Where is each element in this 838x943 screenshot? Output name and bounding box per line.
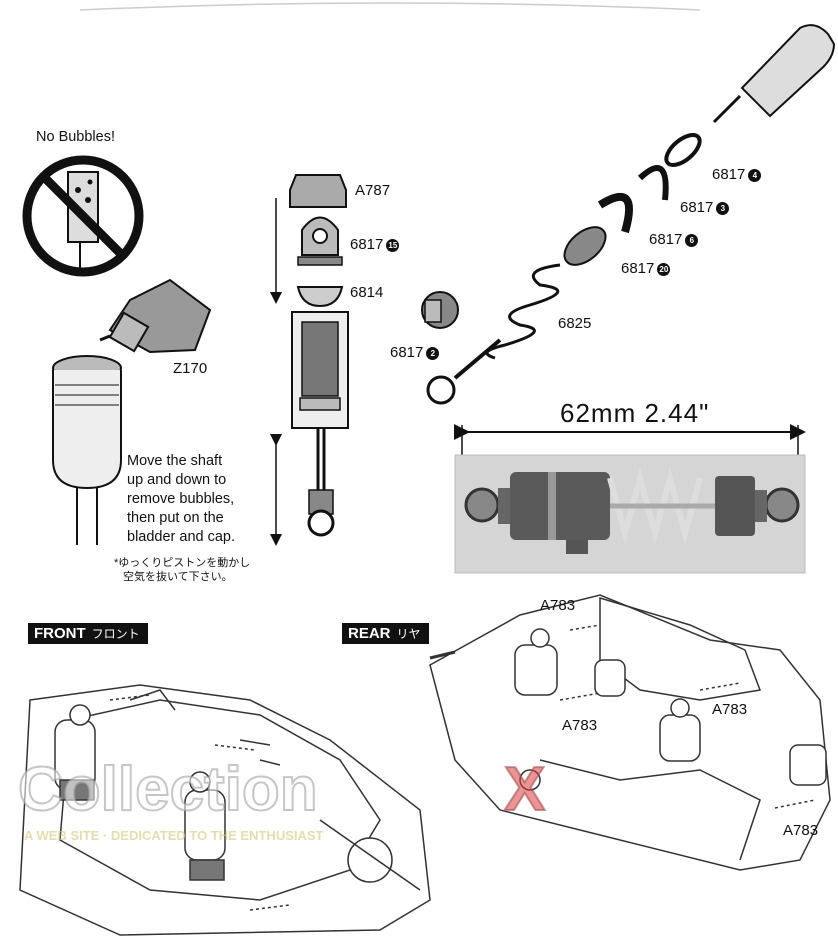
page-edge: [79, 2, 701, 11]
no-bubbles-sign: [22, 155, 144, 277]
clip-6817-6: [597, 192, 633, 234]
label-6825: 6825: [558, 315, 592, 332]
instruction-text: Move the shaft up and down to remove bub…: [127, 453, 236, 545]
oil-bottle: [99, 278, 212, 354]
spring-6825: [485, 263, 561, 360]
shock-body-filling: [52, 355, 122, 545]
cap-6817-15: [297, 216, 343, 266]
cap-a787: [289, 174, 347, 208]
bladder-6814: [296, 286, 344, 308]
no-bubbles-caption: No Bubbles!: [36, 129, 115, 145]
label-a783-top: A783: [540, 597, 576, 614]
shock-photo: [454, 454, 806, 574]
label-a783-mid: A783: [562, 717, 598, 734]
dimension-label: 62mm 2.44": [560, 398, 710, 428]
label-6814: 6814: [350, 284, 384, 301]
rear-chassis-drawing: [429, 594, 831, 871]
label-a783-bottom: A783: [783, 822, 819, 839]
clip-6817-3: [637, 165, 669, 201]
diagonal-shock-top: [712, 24, 836, 124]
collar-6817-2: [421, 291, 459, 329]
label-a783-right: A783: [712, 701, 748, 718]
shock-body-assembled: [291, 311, 349, 537]
ring-6817-4: [664, 133, 702, 167]
label-a787: A787: [355, 182, 391, 199]
japanese-note: *ゆっくりピストンを動かし 空気を抜いて下さい。: [114, 557, 251, 583]
front-chassis-drawing: [19, 684, 431, 936]
label-z170: Z170: [173, 360, 208, 377]
spacer-6817-20: [563, 226, 607, 266]
diagonal-shock-shaft: [426, 338, 502, 405]
